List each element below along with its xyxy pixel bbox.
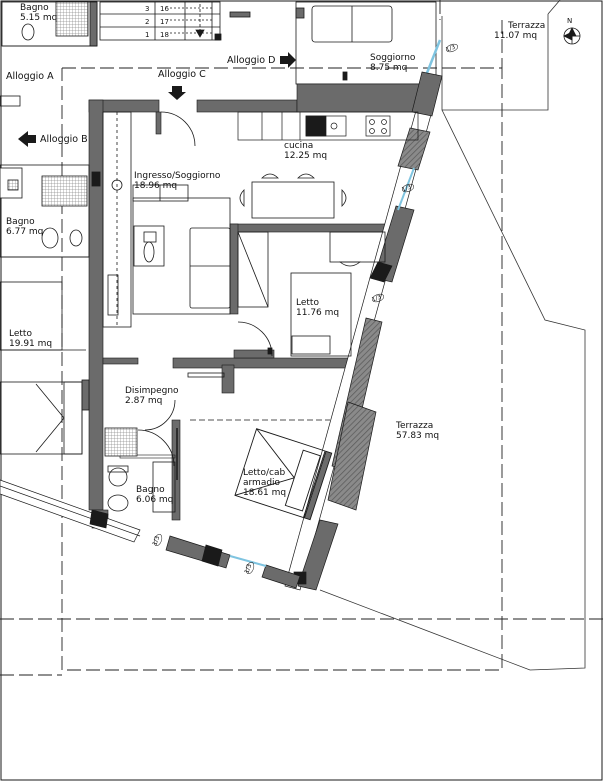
room-area: 6.77 mq bbox=[6, 227, 44, 237]
arrow-b-icon bbox=[18, 131, 36, 147]
soggiorno-d-block bbox=[295, 1, 437, 91]
arrow-c-icon bbox=[168, 86, 186, 100]
room-name: Bagno bbox=[6, 217, 35, 227]
sofa bbox=[132, 184, 231, 315]
neighbour-bath-top bbox=[1, 1, 98, 47]
bed-cab bbox=[234, 428, 333, 521]
room-name-2: armadio bbox=[243, 478, 281, 488]
bed-mid bbox=[237, 231, 386, 357]
room-name: Terrazza bbox=[396, 421, 434, 431]
room-area: 5.15 mq bbox=[20, 13, 58, 23]
neighbour-wall-left bbox=[0, 95, 21, 107]
window-tags bbox=[153, 43, 459, 575]
arrow-d-icon bbox=[280, 52, 296, 68]
label-terrazza-big: Terrazza 57.83 mq bbox=[396, 421, 439, 441]
room-name: Letto bbox=[9, 329, 32, 339]
terrace-edge bbox=[547, 0, 561, 15]
room-area: 11.76 mq bbox=[296, 308, 340, 318]
label-letto-cab: Letto/cab armadio 18.61 mq bbox=[243, 468, 286, 498]
stair-block bbox=[99, 1, 251, 41]
label-bagno-mid: Bagno 6.06 mq bbox=[136, 485, 173, 505]
label-soggiorno-d: Soggiorno 8.75 mq bbox=[370, 53, 415, 73]
unit-arrows bbox=[18, 52, 296, 147]
label-letto-mid: Letto 11.76 mq bbox=[296, 298, 339, 318]
room-name: Letto bbox=[296, 298, 319, 308]
room-name: Soggiorno bbox=[370, 53, 416, 63]
room-area: 12.25 mq bbox=[284, 151, 328, 161]
neighbour-bath-left bbox=[0, 164, 90, 258]
room-name: Bagno bbox=[136, 485, 165, 495]
compass-label: N bbox=[567, 17, 573, 25]
kitchen-counter bbox=[237, 111, 419, 141]
stair-numbers-left: 3 2 1 bbox=[145, 3, 149, 42]
room-area: 19.91 mq bbox=[9, 339, 53, 349]
south-wall bbox=[0, 479, 301, 589]
label-alloggio-a: Alloggio A bbox=[6, 71, 54, 82]
stair-num: 2 bbox=[145, 18, 150, 26]
neighbour-bed-left bbox=[0, 281, 90, 455]
label-bagno-top: Bagno 5.15 mq bbox=[20, 3, 57, 23]
compass-rose bbox=[563, 27, 581, 45]
room-area: 18.96 mq bbox=[134, 181, 178, 191]
room-area: 11.07 mq bbox=[494, 31, 538, 41]
room-name: cucina bbox=[284, 141, 314, 151]
label-alloggio-d: Alloggio D bbox=[227, 55, 276, 66]
glass-strip-top bbox=[423, 39, 442, 79]
room-name: Letto/cab bbox=[243, 468, 286, 478]
room-area: 57.83 mq bbox=[396, 431, 440, 441]
terrace-outline bbox=[441, 14, 549, 111]
room-name: Bagno bbox=[20, 3, 49, 13]
terrace-outline-east bbox=[319, 109, 586, 671]
stair-num: 18 bbox=[160, 31, 169, 39]
label-ingresso: Ingresso/Soggiorno 18.96 mq bbox=[134, 171, 220, 191]
room-name: Terrazza bbox=[508, 21, 546, 31]
room-name: Ingresso/Soggiorno bbox=[134, 171, 221, 181]
stair-num: 3 bbox=[145, 5, 150, 13]
glass-strip-south bbox=[229, 555, 267, 567]
label-bagno-left: Bagno 6.77 mq bbox=[6, 217, 43, 237]
bath-mid bbox=[104, 372, 225, 513]
room-area: 2.87 mq bbox=[125, 396, 163, 406]
corridor-cabinet bbox=[91, 111, 196, 328]
label-terrazza-top: Terrazza 11.07 mq bbox=[494, 21, 545, 41]
stair-numbers-right: 16 17 18 bbox=[160, 3, 169, 42]
stair-num: 1 bbox=[145, 31, 150, 39]
stair-num: 17 bbox=[160, 18, 169, 26]
dashed-boundary bbox=[0, 0, 603, 676]
room-area: 8.75 mq bbox=[370, 63, 408, 73]
label-alloggio-c: Alloggio C bbox=[158, 69, 206, 80]
label-letto-left: Letto 19.91 mq bbox=[9, 329, 52, 349]
label-alloggio-b: Alloggio B bbox=[40, 134, 88, 145]
room-area: 18.61 mq bbox=[243, 488, 287, 498]
label-cucina: cucina 12.25 mq bbox=[284, 141, 327, 161]
dining-table bbox=[239, 173, 347, 219]
stair-num: 16 bbox=[160, 5, 169, 13]
walls bbox=[88, 83, 433, 529]
glass-strip-east bbox=[397, 167, 415, 211]
room-name: Disimpegno bbox=[125, 386, 179, 396]
label-disimpegno: Disimpegno 2.87 mq bbox=[125, 386, 179, 406]
room-area: 6.06 mq bbox=[136, 495, 174, 505]
